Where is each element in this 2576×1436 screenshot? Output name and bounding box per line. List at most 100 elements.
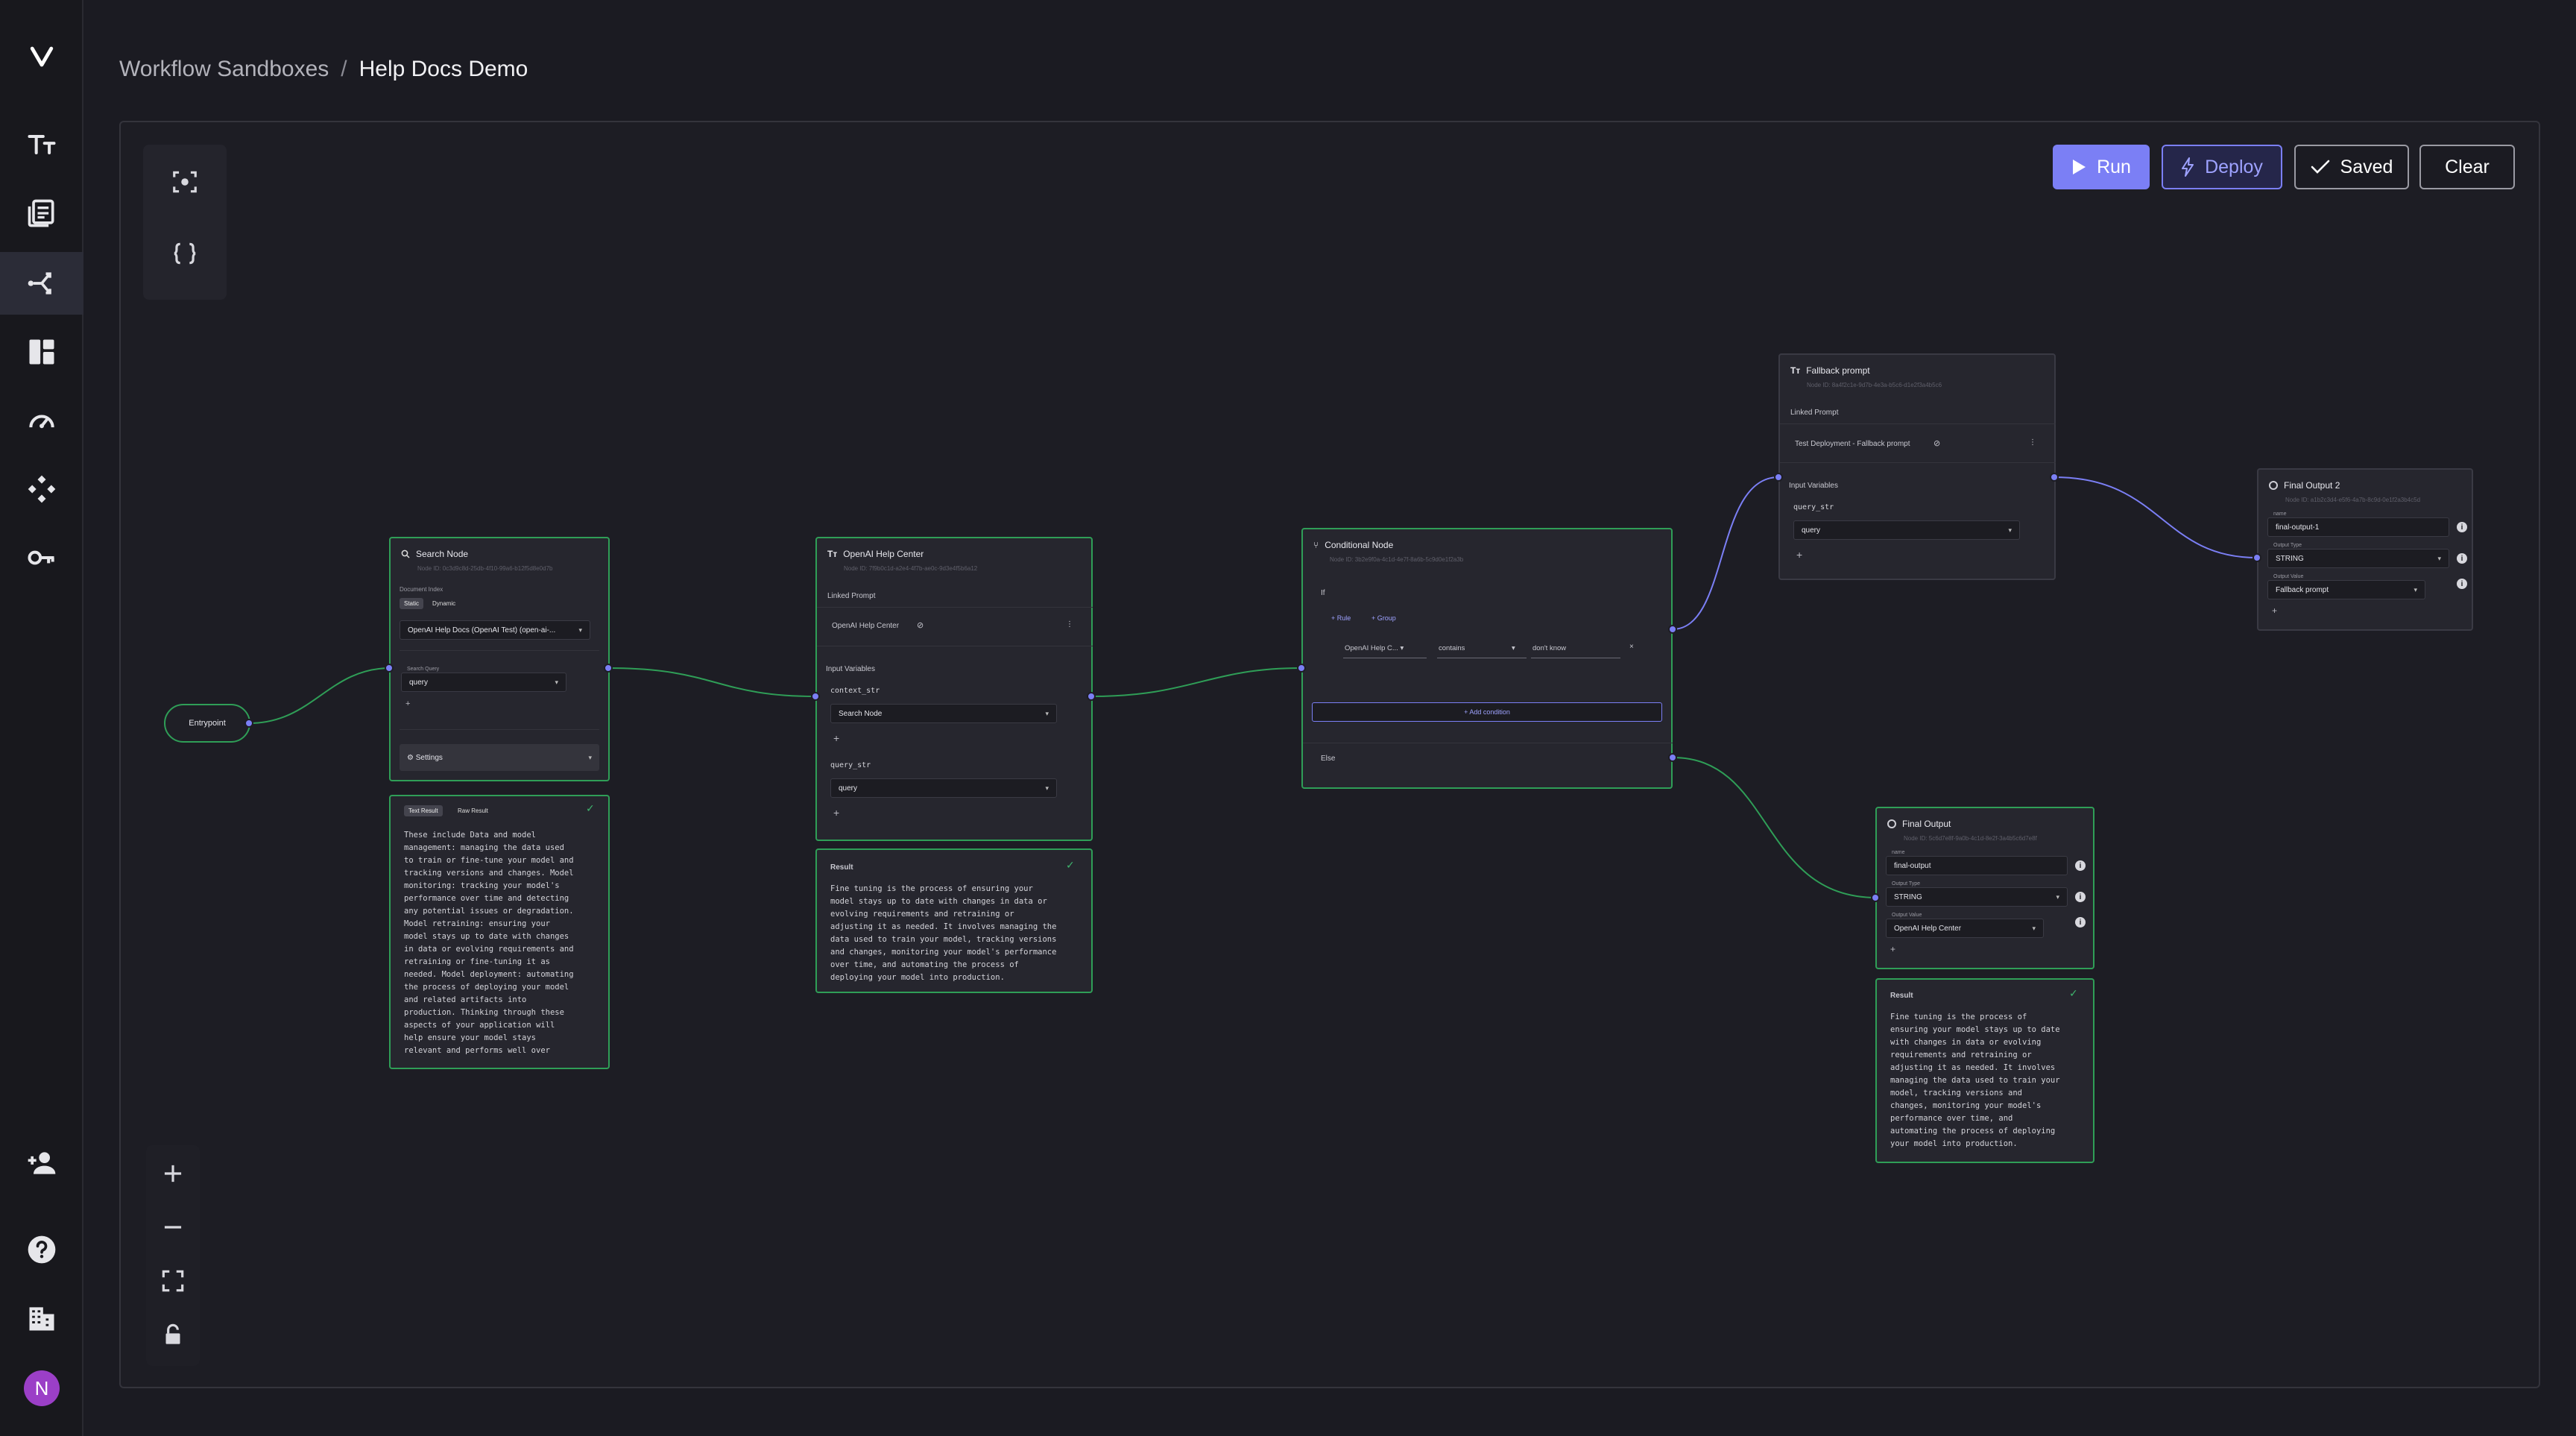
var-context-str-name: context_str xyxy=(830,687,880,695)
chevron-down-icon: ▾ xyxy=(2056,892,2059,901)
add-condition-button[interactable]: + Add condition xyxy=(1312,702,1662,722)
var-query-str-select[interactable]: query▾ xyxy=(830,778,1057,798)
clear-button[interactable]: Clear xyxy=(2419,145,2515,189)
document-index-select[interactable]: OpenAI Help Docs (OpenAI Test) (open-ai-… xyxy=(400,620,590,640)
more-options-icon[interactable]: ⋮ xyxy=(2029,438,2036,447)
search-node[interactable]: Search Node Node ID: 0c3d9c8d-25db-4f10-… xyxy=(389,537,610,781)
entrypoint-output-handle[interactable] xyxy=(244,719,253,728)
final-output-2-input-handle[interactable] xyxy=(2253,553,2261,562)
help-icon[interactable] xyxy=(0,1218,83,1281)
code-braces-icon[interactable] xyxy=(158,227,212,280)
focus-icon[interactable] xyxy=(158,155,212,209)
canvas-tools-panel xyxy=(143,145,227,300)
add-icon[interactable]: + xyxy=(405,699,411,708)
search-icon xyxy=(401,549,410,558)
conditional-node[interactable]: ⑂ Conditional Node Node ID: 3b2e9f0a-4c1… xyxy=(1301,528,1673,789)
conditional-node-header: ⑂ Conditional Node xyxy=(1313,540,1393,550)
search-query-select[interactable]: query▾ xyxy=(401,673,566,692)
dynamic-tab[interactable]: Dynamic xyxy=(432,600,456,607)
final-output-value-select[interactable]: OpenAI Help Center ▾ xyxy=(1886,919,2044,938)
settings-toggle[interactable]: ⚙ Settings▾ xyxy=(400,744,599,771)
final-output-name-input[interactable]: final-output xyxy=(1886,856,2068,875)
fallback-linked-prompt-value[interactable]: Test Deployment - Fallback prompt xyxy=(1795,440,1910,448)
entrypoint-node[interactable]: Entrypoint xyxy=(164,704,250,743)
add-icon[interactable]: + xyxy=(833,807,840,819)
run-button[interactable]: Run xyxy=(2053,145,2150,189)
fallback-input-handle[interactable] xyxy=(1774,473,1783,482)
fallback-query-select[interactable]: query▾ xyxy=(1793,520,2020,540)
output-type-label: Output Type xyxy=(2273,543,2302,548)
final-output-input-handle[interactable] xyxy=(1871,893,1880,902)
breadcrumb-current: Help Docs Demo xyxy=(359,57,528,81)
api-keys-icon[interactable] xyxy=(0,526,83,589)
static-tab[interactable]: Static xyxy=(400,598,424,609)
final-output-2-name-value: final-output-1 xyxy=(2276,523,2320,532)
models-icon[interactable] xyxy=(0,458,83,520)
add-icon[interactable]: + xyxy=(2272,605,2278,616)
fallback-output-handle[interactable] xyxy=(2050,473,2059,482)
text-result-tab[interactable]: Text Result xyxy=(404,805,443,816)
add-icon[interactable]: + xyxy=(1890,944,1896,954)
lightning-icon xyxy=(2182,157,2194,177)
condition-value-input[interactable]: don't know xyxy=(1532,644,1567,652)
raw-result-tab[interactable]: Raw Result xyxy=(458,807,488,814)
search-node-header: Search Node xyxy=(401,549,468,559)
sidebar: N xyxy=(0,0,83,1436)
close-icon[interactable]: × xyxy=(1629,643,1634,651)
openai-input-handle[interactable] xyxy=(811,692,820,701)
final-output-node[interactable]: Final Output Node ID: 5c6d7e8f-9a0b-4c1d… xyxy=(1875,807,2094,969)
search-input-handle[interactable] xyxy=(385,664,394,673)
logo-icon[interactable] xyxy=(0,25,83,88)
more-options-icon[interactable]: ⋮ xyxy=(1066,620,1073,629)
add-icon[interactable]: + xyxy=(833,732,840,744)
zoom-in-icon[interactable] xyxy=(146,1147,200,1200)
invite-user-icon[interactable] xyxy=(0,1132,83,1194)
conditional-input-handle[interactable] xyxy=(1297,664,1306,673)
zoom-out-icon[interactable] xyxy=(146,1200,200,1254)
var-query-str-name: query_str xyxy=(830,761,871,769)
input-variables-label: Input Variables xyxy=(1789,482,1838,490)
openai-output-handle[interactable] xyxy=(1087,692,1096,701)
final-output-2-node[interactable]: Final Output 2 Node ID: a1b2c3d4-e5f6-4a… xyxy=(2257,468,2473,631)
fallback-node-header: Tт Fallback prompt xyxy=(1790,365,1870,376)
divider xyxy=(817,607,1093,608)
deploy-label: Deploy xyxy=(2205,156,2263,177)
dashboard-icon[interactable] xyxy=(0,321,83,383)
chevron-down-icon: ▾ xyxy=(2437,554,2441,562)
breadcrumb-parent[interactable]: Workflow Sandboxes xyxy=(119,57,329,81)
evaluations-icon[interactable] xyxy=(0,389,83,452)
add-group-button[interactable]: + Group xyxy=(1371,614,1396,622)
documents-icon[interactable] xyxy=(0,182,83,245)
fallback-prompt-node[interactable]: Tт Fallback prompt Node ID: 8a4f2c1e-9d7… xyxy=(1778,353,2056,580)
linked-prompt-value[interactable]: OpenAI Help Center xyxy=(832,622,900,630)
add-icon[interactable]: + xyxy=(1796,549,1803,561)
condition-field-select[interactable]: OpenAI Help C... ▾ xyxy=(1345,644,1404,652)
deploy-button[interactable]: Deploy xyxy=(2162,145,2282,189)
openai-help-center-node[interactable]: Tт OpenAI Help Center Node ID: 7f9b0c1d-… xyxy=(815,537,1093,841)
breadcrumb-separator: / xyxy=(341,57,347,81)
conditional-else-handle[interactable] xyxy=(1668,753,1677,762)
condition-operator-select[interactable]: contains ▾ xyxy=(1439,644,1515,652)
divider xyxy=(1780,423,2056,424)
divider xyxy=(400,729,599,730)
user-avatar[interactable]: N xyxy=(24,1370,60,1406)
lock-icon[interactable] xyxy=(146,1308,200,1361)
final-output-value-value: OpenAI Help Center xyxy=(1894,924,1962,933)
add-rule-button[interactable]: + Rule xyxy=(1331,614,1351,622)
final-output-2-type-select[interactable]: STRING▾ xyxy=(2267,549,2449,568)
final-output-type-select[interactable]: STRING▾ xyxy=(1886,887,2068,907)
saved-button[interactable]: Saved xyxy=(2294,145,2409,189)
conditional-if-handle[interactable] xyxy=(1668,625,1677,634)
chevron-down-icon: ▾ xyxy=(2032,924,2036,932)
fit-view-icon[interactable] xyxy=(146,1254,200,1308)
conditional-node-id: Node ID: 3b2e9f0a-4c1d-4e7f-8a6b-5c9d0e1… xyxy=(1330,556,1464,563)
var-context-str-select[interactable]: Search Node▾ xyxy=(830,704,1057,723)
organization-icon[interactable] xyxy=(0,1287,83,1350)
final-output-2-value-select[interactable]: Fallback prompt▾ xyxy=(2267,580,2425,599)
check-icon xyxy=(2311,160,2329,174)
search-output-handle[interactable] xyxy=(604,664,613,673)
final-output-2-name-input[interactable]: final-output-1 xyxy=(2267,517,2449,537)
prompts-icon[interactable] xyxy=(0,113,83,176)
info-icon: i xyxy=(2457,579,2467,589)
workflows-icon[interactable] xyxy=(0,252,83,315)
